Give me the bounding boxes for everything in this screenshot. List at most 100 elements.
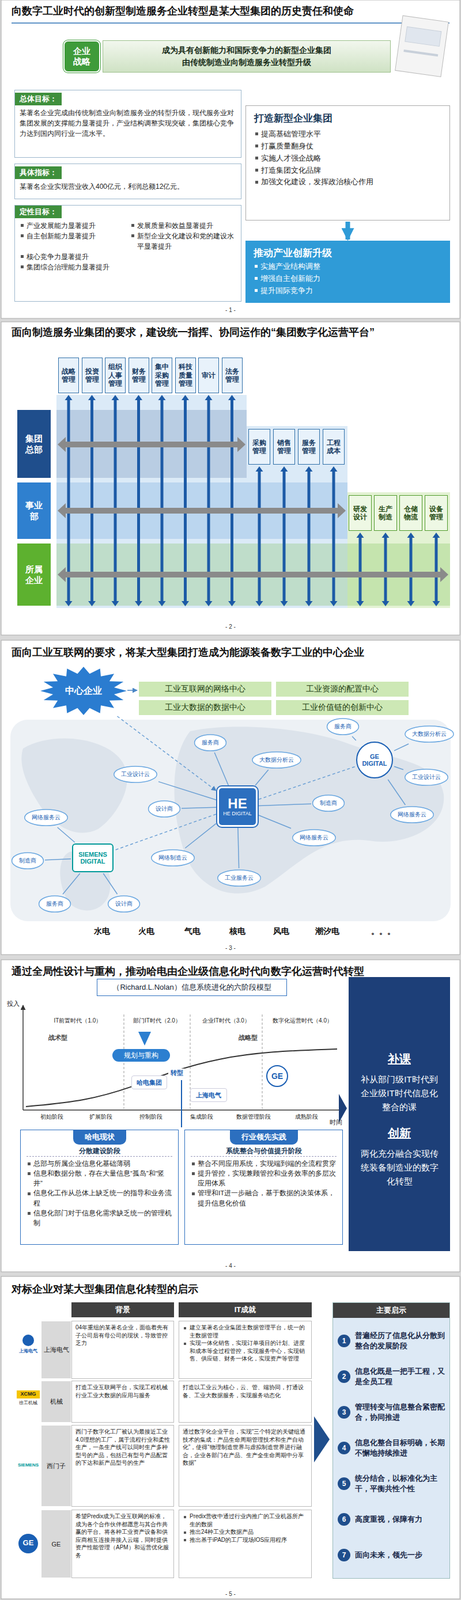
cloud-shape — [108, 896, 141, 913]
double-arrow-head — [228, 601, 236, 607]
company-logo: 上海电气 — [190, 1089, 228, 1103]
text-label: 信息和数据分散，存在大量信息“孤岛”和“竖井” — [26, 1169, 173, 1190]
text-label: IT前置时代（1.0） — [34, 1017, 122, 1026]
connector-line — [57, 828, 75, 844]
text-label: 管理转变与信息整合紧密配合，协同推进 — [354, 1403, 448, 1424]
text-label: 面向未来，领先一步 — [354, 1551, 423, 1562]
double-arrow-shaft — [160, 400, 164, 602]
double-arrow-head — [205, 395, 213, 401]
double-arrow-shaft — [332, 471, 336, 602]
text-label: 信息化工作从总体上缺乏统一的指导和业务流程 — [26, 1189, 173, 1210]
text-label: 推出基于iPAD的工厂现场IOS应用程序 — [182, 1537, 308, 1546]
column-header: 设备管理 — [424, 495, 448, 532]
text-label: 制造商 — [19, 857, 37, 866]
hub-logo: HEHE DIGITAL — [217, 787, 258, 828]
double-arrow-shaft — [65, 572, 441, 578]
text-label: 设计商 — [115, 900, 133, 909]
cloud-node: 网络制造云 — [150, 849, 195, 868]
cloud-node: 网络服务云 — [24, 809, 68, 827]
double-arrow-head — [337, 503, 346, 519]
text-label: 两化充分融合实现传统装备制造业的数字化转型 — [356, 1147, 442, 1190]
column-header: 组织人事管理 — [104, 357, 126, 394]
text-label: 高度重视，保障有力 — [354, 1515, 423, 1526]
text-label: 机械 — [50, 1398, 63, 1408]
slide-card — [1, 1277, 460, 1600]
connector-line — [258, 804, 312, 807]
double-arrow-head — [305, 466, 313, 472]
y-axis — [22, 1006, 24, 1112]
text-label: 火电 — [129, 926, 164, 937]
row-label: 所属企业 — [17, 543, 51, 607]
double-arrow-head — [181, 395, 190, 401]
text-label: 实施人才强企战略 — [254, 152, 442, 165]
cloud-node: 设计商 — [148, 800, 181, 819]
text-label: 建立某著名企业集团主数据管理平台，统一的主数据管理 — [182, 1324, 308, 1341]
text-label: 4 — [337, 1442, 351, 1456]
text-label: 哈电集团 — [136, 1079, 162, 1088]
double-arrow-shaft — [67, 400, 71, 602]
connector-line — [184, 824, 217, 849]
x-axis — [23, 1110, 344, 1112]
text-label: 法务管理 — [225, 367, 240, 385]
cloud-node: 服务商 — [326, 718, 360, 736]
double-arrow-head — [57, 503, 66, 519]
double-arrow-shaft — [409, 538, 413, 602]
text-label: 所属企业 — [25, 564, 43, 587]
double-arrow-head — [88, 395, 96, 401]
text-label: IT成就 — [234, 1305, 257, 1317]
text-label: GE DIGITAL — [359, 753, 390, 768]
double-arrow-head — [57, 437, 66, 453]
starburst-shape — [40, 667, 127, 716]
center-cell: 工业价值链的创新中心 — [275, 700, 410, 717]
connector-line — [394, 744, 409, 752]
text-label: 水电 — [84, 926, 120, 937]
text-label: 上海电气 — [195, 1091, 222, 1101]
center-cell: 工业互联网的网络中心 — [138, 681, 272, 698]
text-label: 部门IT时代（2.0） — [123, 1017, 191, 1026]
slide-card — [1, 960, 460, 1273]
double-arrow-shaft — [65, 508, 338, 515]
title-rule — [11, 22, 450, 24]
partner-logo: GE DIGITAL — [356, 742, 394, 780]
text-label: 提升管控，实现兼顾管控和业务效率的多层次应用体系 — [190, 1169, 337, 1190]
text-label: 成熟阶段 — [288, 1113, 326, 1122]
text-label: 发展质量和效益显著提升 — [130, 220, 237, 232]
text-label: 。。。 — [365, 926, 401, 937]
text-label: 核心竞争力显著提升 — [19, 251, 126, 263]
text-label: 行业领先实践 — [229, 1130, 298, 1146]
insight-item: 2信息化既是一把手工程，又是全员工程 — [337, 1361, 448, 1394]
pointer-triangle — [138, 1032, 151, 1047]
connector-line — [255, 770, 269, 787]
double-arrow-head — [181, 601, 190, 607]
double-arrow-head — [111, 601, 120, 607]
text-label: 工业设计云 — [412, 773, 441, 782]
column-header: 工程成本 — [322, 429, 345, 466]
connector-line — [181, 807, 217, 810]
cloud-shape — [39, 896, 71, 913]
conclusion-panel: 补课补从部门级IT时代到企业级IT时代信息化整合的课创新两化充分融合实现传统装备… — [348, 977, 451, 1253]
double-arrow-head — [255, 466, 264, 472]
text-label: SIEMENS — [13, 1463, 44, 1470]
text-label: 集成阶段 — [183, 1113, 221, 1122]
double-arrow-head — [407, 601, 415, 607]
text-label: GE — [51, 1542, 62, 1549]
cloud-shape — [151, 850, 195, 867]
text-label: 系统整合与价值提升阶段 — [190, 1146, 337, 1158]
text-label: 总部与所属企业信息化基础薄弱 — [26, 1159, 173, 1170]
text-label: 补从部门级IT时代到企业级IT时代信息化整合的课 — [356, 1073, 442, 1116]
cloud-node: 工业设计云 — [113, 766, 158, 784]
goal-box: 定性目标：产业发展能力显著提升自主创新能力显著提升核心竞争力显著提升集团综合治理… — [14, 205, 242, 302]
book-illustration — [395, 15, 449, 77]
cloud-shape — [405, 726, 454, 743]
text-label: 设计商 — [155, 805, 173, 814]
slide-card — [1, 322, 460, 636]
book-line — [403, 49, 438, 57]
text-label: 气电 — [175, 926, 210, 937]
text-label: 徐工机械 — [14, 1401, 43, 1408]
slide-title: 通过全局性设计与重构，推动哈电由企业级信息化时代向数字化运营时代转型 — [11, 965, 450, 980]
cloud-shape — [252, 752, 301, 769]
table-cell: 04年重组的某著名企业，面临着先有子公司后有母公司的现状，导致管控乏力 — [71, 1321, 175, 1381]
column-header: 销售管理 — [273, 429, 296, 466]
slide-card — [1, 640, 460, 956]
text-label: HE — [227, 797, 247, 812]
